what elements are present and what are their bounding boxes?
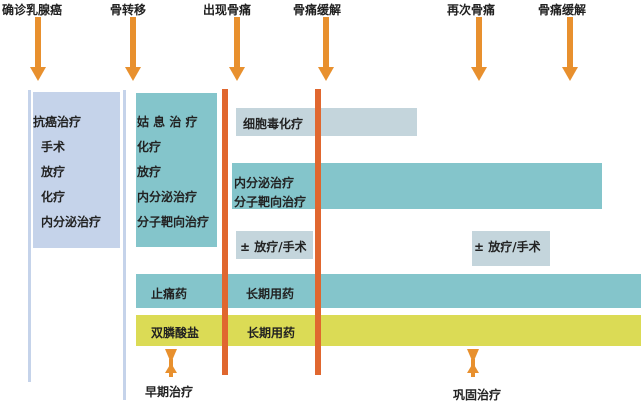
anticancer-title: 抗癌治疗 — [33, 115, 82, 129]
milestone-diagnosis: 确诊乳腺癌 — [2, 3, 63, 17]
milestone-pain-recurrence: 再次骨痛 — [447, 3, 496, 17]
timeline-line-metastasis — [123, 90, 126, 400]
timeline-line-diagnosis — [28, 90, 31, 382]
milestone-pain-relief: 骨痛缓解 — [293, 3, 342, 17]
anticancer-treatment-box — [33, 92, 120, 248]
box1-item: 手术 — [41, 140, 66, 154]
bisphosphonate-bar — [136, 315, 641, 346]
bisphosphonate-note: 长期用药 — [247, 326, 296, 340]
milestone-bone-pain: 出现骨痛 — [203, 3, 252, 17]
endocrine-label: 内分泌治疗 — [234, 176, 295, 190]
analgesic-bar — [136, 274, 641, 308]
radiotherapy-surgery-label-2: ± 放疗/手术 — [474, 240, 541, 254]
milestone-bone-metastasis: 骨转移 — [110, 3, 147, 17]
radiotherapy-surgery-label: ± 放疗/手术 — [240, 240, 307, 254]
box2-item: 化疗 — [137, 140, 162, 154]
endocrine-targeted-bar — [232, 163, 602, 209]
palliative-treatment-box — [136, 93, 217, 247]
chemotherapy-bar — [236, 108, 417, 136]
radiotherapy-surgery-box — [236, 231, 313, 259]
box1-item: 放疗 — [41, 165, 66, 179]
bone-pain-marker — [222, 89, 228, 375]
pain-relief-marker — [315, 89, 321, 375]
targeted-label: 分子靶向治疗 — [234, 195, 307, 209]
box1-item: 化疗 — [41, 190, 66, 204]
box2-item: 放疗 — [137, 165, 162, 179]
palliative-title: 姑 息 治 疗 — [137, 115, 198, 129]
chemotherapy-label: 细胞毒化疗 — [243, 117, 304, 131]
analgesic-note: 长期用药 — [246, 287, 295, 301]
box2-item: 内分泌治疗 — [137, 190, 198, 204]
bisphosphonate-label: 双膦酸盐 — [151, 326, 200, 340]
early-treatment-label: 早期治疗 — [145, 385, 194, 399]
consolidation-treatment-label: 巩固治疗 — [453, 388, 502, 402]
box1-item: 内分泌治疗 — [41, 215, 102, 229]
analgesic-label: 止痛药 — [151, 287, 188, 301]
box2-item: 分子靶向治疗 — [137, 215, 210, 229]
milestone-pain-relief-2: 骨痛缓解 — [538, 3, 587, 17]
radiotherapy-surgery-box-2 — [472, 231, 550, 266]
